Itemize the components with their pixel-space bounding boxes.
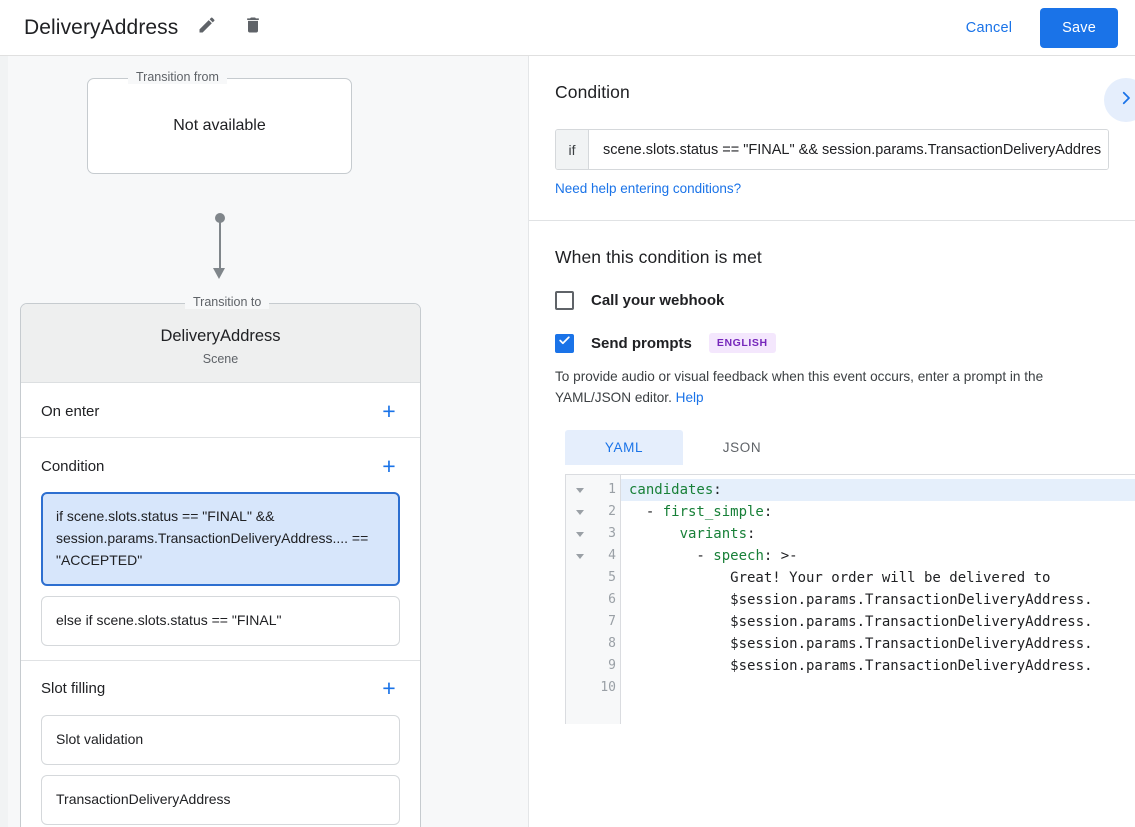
page-title: DeliveryAddress [24, 15, 179, 39]
section-body: Slot validation TransactionDeliveryAddre… [21, 714, 420, 827]
code-line[interactable]: variants: [679, 526, 756, 543]
transition-to-card: DeliveryAddress Scene On enter + Conditi… [20, 303, 421, 827]
fold-spacer [566, 589, 594, 611]
transition-to-name: DeliveryAddress [160, 327, 281, 345]
call-webhook-checkbox[interactable] [555, 291, 574, 310]
condition-item[interactable]: else if scene.slots.status == "FINAL" [41, 595, 400, 646]
code-line[interactable]: - speech: >- [629, 548, 798, 565]
editor-line-numbers: 1 2 3 4 5 6 7 8 9 10 [594, 475, 621, 725]
left-rail [0, 56, 8, 827]
language-badge: ENGLISH [708, 333, 776, 353]
add-on-enter-button[interactable]: + [382, 397, 396, 424]
when-condition-met-section: When this condition is met Call your web… [529, 221, 1135, 725]
main-content: Not available Transition from Transition… [0, 56, 1135, 827]
expand-panel-button[interactable] [1104, 78, 1135, 122]
line-number: 1 [608, 482, 616, 498]
transition-to-legend: Transition to [185, 295, 270, 309]
edit-name-button[interactable] [190, 11, 224, 45]
code-line[interactable]: $session.params.TransactionDeliveryAddre… [629, 592, 1093, 609]
section-header: Slot filling + [21, 661, 420, 715]
transition-from-card[interactable]: Not available [87, 78, 352, 174]
yaml-editor[interactable]: 1 2 3 4 5 6 7 8 9 10 candidates: - first_simple: … [565, 474, 1135, 725]
when-met-description: To provide audio or visual feedback when… [555, 366, 1109, 408]
scene-structure-panel: Not available Transition from Transition… [0, 56, 529, 827]
save-button[interactable]: Save [1040, 7, 1118, 48]
when-met-help-link[interactable]: Help [675, 390, 704, 406]
connector-line [219, 218, 221, 270]
cancel-button[interactable]: Cancel [952, 11, 1026, 45]
tab-yaml[interactable]: YAML [565, 430, 683, 466]
line-number: 9 [608, 658, 616, 674]
line-number: 8 [608, 636, 616, 652]
checkmark-icon [558, 334, 571, 352]
transition-to-header[interactable]: DeliveryAddress Scene [21, 304, 420, 383]
transition-from-value: Not available [173, 117, 266, 134]
line-number: 5 [608, 570, 616, 586]
line-number: 4 [608, 548, 616, 564]
send-prompts-label: Send prompts [591, 334, 692, 352]
condition-expression-input[interactable]: scene.slots.status == "FINAL" && session… [589, 130, 1108, 169]
fold-toggle-icon[interactable] [566, 501, 594, 523]
section-title-on-enter: On enter [41, 402, 100, 420]
line-number: 6 [608, 592, 616, 608]
line-number: 7 [608, 614, 616, 630]
fold-toggle-icon[interactable] [566, 545, 594, 567]
condition-help-link[interactable]: Need help entering conditions? [555, 181, 742, 196]
condition-section: Condition if scene.slots.status == "FINA… [529, 56, 1135, 198]
fold-spacer [566, 611, 594, 633]
section-divider [529, 220, 1135, 221]
section-title-condition: Condition [41, 457, 105, 475]
when-met-description-text: To provide audio or visual feedback when… [555, 369, 1044, 406]
condition-detail-panel: Condition if scene.slots.status == "FINA… [529, 56, 1135, 827]
transition-to-type: Scene [202, 352, 239, 366]
code-line[interactable]: $session.params.TransactionDeliveryAddre… [629, 658, 1093, 675]
section-header: On enter + [21, 383, 420, 437]
section-header: Condition + [21, 438, 420, 492]
call-webhook-row[interactable]: Call your webhook [555, 291, 1109, 310]
code-line[interactable]: Great! Your order will be delivered to [629, 570, 1051, 587]
editor-code-area[interactable]: candidates: - first_simple: variants: - … [621, 475, 1135, 724]
editor-fold-column [566, 475, 594, 725]
call-webhook-label: Call your webhook [591, 292, 725, 309]
add-condition-button[interactable]: + [382, 452, 396, 479]
line-number: 10 [600, 680, 616, 696]
when-met-heading: When this condition is met [555, 247, 762, 267]
app-toolbar: DeliveryAddress Cancel Save [0, 0, 1135, 56]
section-body: if scene.slots.status == "FINAL" && sess… [21, 492, 420, 660]
section-condition: Condition + if scene.slots.status == "FI… [21, 438, 420, 661]
code-line[interactable]: candidates: [621, 479, 1135, 502]
trash-icon [243, 15, 263, 40]
fold-spacer [566, 567, 594, 589]
editor-format-tabs: YAML JSON [555, 430, 1109, 466]
line-number: 3 [608, 526, 616, 542]
fold-toggle-icon[interactable] [566, 479, 594, 501]
delete-button[interactable] [236, 11, 270, 45]
connector-arrow-icon [213, 268, 225, 279]
section-slot-filling: Slot filling + Slot validation Transacti… [21, 660, 420, 827]
fold-spacer [566, 677, 594, 699]
send-prompts-checkbox[interactable] [555, 333, 574, 353]
condition-heading: Condition [555, 82, 630, 102]
code-line[interactable]: $session.params.TransactionDeliveryAddre… [629, 614, 1093, 631]
add-slot-filling-button[interactable]: + [382, 675, 396, 702]
tab-json[interactable]: JSON [722, 440, 762, 456]
fold-toggle-icon[interactable] [566, 523, 594, 545]
chevron-right-icon [1117, 89, 1135, 112]
slot-validation-item[interactable]: Slot validation [41, 714, 400, 765]
transition-from-legend: Transition from [128, 70, 227, 84]
slot-item-transaction-delivery-address[interactable]: TransactionDeliveryAddress [41, 774, 400, 825]
code-line[interactable] [621, 677, 1135, 699]
condition-item-selected[interactable]: if scene.slots.status == "FINAL" && sess… [41, 492, 400, 586]
condition-if-label: if [556, 130, 589, 169]
fold-spacer [566, 655, 594, 677]
line-number: 2 [608, 504, 616, 520]
code-line[interactable]: $session.params.TransactionDeliveryAddre… [629, 636, 1093, 653]
fold-spacer [566, 633, 594, 655]
code-line[interactable]: - first_simple: [629, 504, 773, 521]
pencil-icon [197, 15, 217, 40]
condition-input-row[interactable]: if scene.slots.status == "FINAL" && sess… [555, 129, 1109, 170]
send-prompts-row[interactable]: Send prompts ENGLISH [555, 333, 1109, 353]
section-on-enter: On enter + [21, 383, 420, 438]
section-title-slot-filling: Slot filling [41, 680, 106, 698]
